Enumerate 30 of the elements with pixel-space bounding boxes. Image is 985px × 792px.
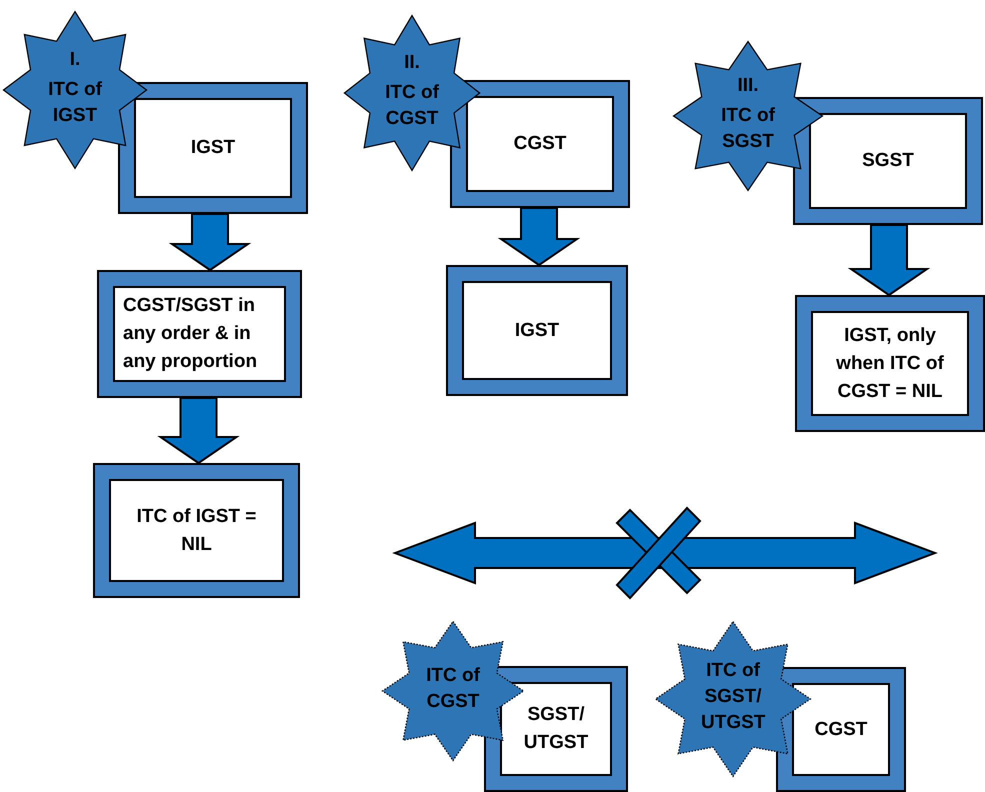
block-arrow xyxy=(498,207,580,266)
framed-box xyxy=(93,463,300,598)
star-label: ITC of CGST xyxy=(425,664,481,714)
framed-box xyxy=(446,265,628,396)
box-label: ITC of IGST = NIL xyxy=(136,504,258,556)
framed-box xyxy=(795,295,985,432)
framed-box xyxy=(776,667,906,792)
box-label: CGST xyxy=(514,132,566,156)
star-label: ITC of CGST xyxy=(384,81,440,131)
block-arrow xyxy=(848,224,930,296)
star-label: ITC of SGST xyxy=(720,104,776,154)
block-arrow xyxy=(168,213,252,272)
box-label: IGST xyxy=(190,136,236,160)
box-label: IGST, only when ITC of CGST = NIL xyxy=(835,324,945,404)
framed-box xyxy=(484,666,628,792)
box-label: SGST xyxy=(862,149,914,173)
block-arrow xyxy=(157,397,240,464)
box-label: CGST xyxy=(814,718,868,742)
box-label: SGST/ UTGST xyxy=(522,703,590,755)
star-label: III. xyxy=(737,74,759,98)
framed-box xyxy=(97,270,302,398)
framed-box xyxy=(793,97,983,225)
star-label: II. xyxy=(404,51,420,75)
framed-box xyxy=(118,82,308,214)
star-label: I. xyxy=(70,48,80,72)
box-label: CGST/SGST in any order & in any proportion xyxy=(123,294,258,374)
star-label: ITC of SGST/ UTGST xyxy=(701,659,765,735)
star-label: ITC of IGST xyxy=(47,78,103,128)
box-label: IGST xyxy=(514,318,560,342)
framed-box xyxy=(450,80,630,208)
